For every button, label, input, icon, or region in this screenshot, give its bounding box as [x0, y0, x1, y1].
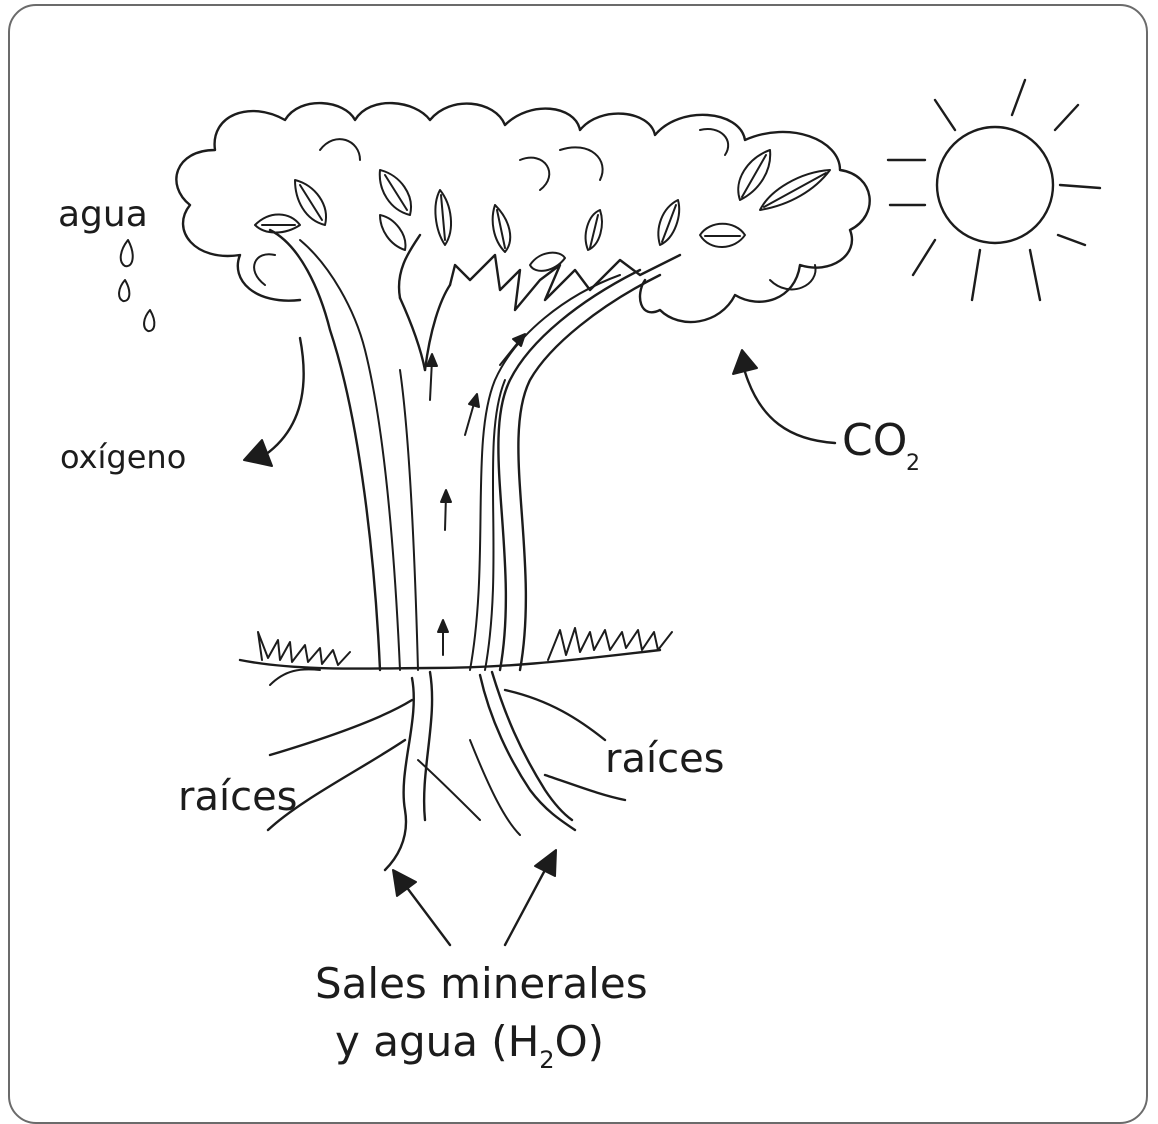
oxygen-label: oxígeno — [60, 438, 186, 476]
co2-arrow — [733, 350, 835, 443]
minerals-label-line2: y agua (H2O) — [335, 1017, 604, 1074]
ground-grass — [240, 628, 672, 685]
minerals-arrows — [393, 850, 556, 945]
sap-flow-arrows — [427, 334, 525, 655]
minerals-label-line1: Sales minerales — [315, 959, 648, 1008]
water-label: agua — [58, 194, 148, 235]
tree-trunk — [270, 230, 680, 670]
oxygen-arrow — [244, 338, 304, 466]
sun-icon — [888, 80, 1100, 300]
co2-label: CO — [842, 415, 907, 466]
minerals-label-part1: y agua (H — [335, 1017, 539, 1066]
co2-subscript: 2 — [906, 451, 920, 476]
tree-leaves — [255, 150, 830, 271]
roots-label-left: raíces — [178, 774, 298, 820]
tree-canopy — [176, 103, 869, 322]
water-drops — [119, 240, 154, 331]
roots-label-right: raíces — [605, 736, 725, 782]
tree-roots — [268, 672, 625, 870]
minerals-label-subscript: 2 — [539, 1046, 554, 1074]
minerals-label-part2: O) — [555, 1017, 604, 1066]
